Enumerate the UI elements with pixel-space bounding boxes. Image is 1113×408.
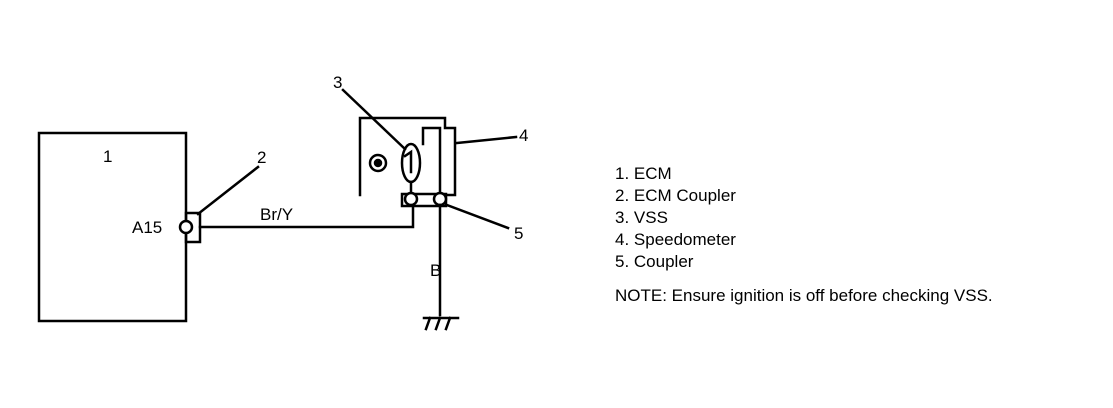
br-y-wire — [198, 204, 415, 229]
legend-item-ecm: 1. ECM — [615, 164, 672, 183]
vss-contact — [403, 149, 413, 174]
a15-terminal-label: A15 — [132, 218, 162, 237]
coupler-terminal-1 — [403, 191, 419, 207]
legend: 1. ECM 2. ECM Coupler 3. VSS 4. Speedome… — [615, 163, 993, 307]
leader-line-4 — [455, 135, 518, 145]
speedometer-dial-inner — [373, 158, 383, 168]
callout-4: 4 — [519, 126, 528, 145]
br-y-wire-label: Br/Y — [260, 205, 293, 224]
leader-line-3 — [341, 88, 407, 151]
a15-terminal-pin — [178, 219, 194, 235]
legend-item-speedometer: 4. Speedometer — [615, 230, 736, 249]
ecm-box — [37, 131, 188, 323]
legend-item-coupler: 5. Coupler — [615, 252, 694, 271]
b-ground-wire-label: B — [430, 261, 441, 280]
legend-item-vss: 3. VSS — [615, 208, 668, 227]
callout-5: 5 — [514, 224, 523, 243]
vss-internal-loop — [421, 126, 442, 196]
ground-symbol — [422, 316, 460, 331]
leader-line-5 — [445, 203, 510, 230]
legend-list: 1. ECM 2. ECM Coupler 3. VSS 4. Speedome… — [615, 163, 993, 273]
speedometer-dial-outer — [368, 153, 388, 173]
leader-line-2 — [196, 165, 260, 216]
legend-item-ecm-coupler: 2. ECM Coupler — [615, 186, 736, 205]
note-text: NOTE: Ensure ignition is off before chec… — [615, 286, 993, 305]
callout-1: 1 — [103, 147, 112, 166]
callout-2: 2 — [257, 148, 266, 167]
coupler-terminal-2 — [432, 191, 448, 207]
callout-3: 3 — [333, 73, 342, 92]
speedometer-housing — [358, 116, 457, 197]
